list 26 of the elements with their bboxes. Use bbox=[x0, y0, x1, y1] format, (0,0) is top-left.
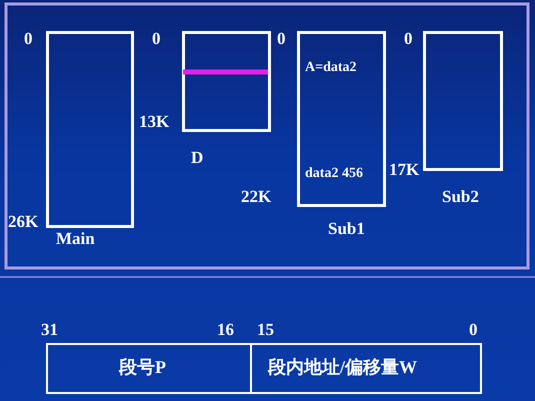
address-label: 13K bbox=[139, 112, 170, 132]
address-label: 17K bbox=[389, 160, 420, 180]
segment-name: Sub1 bbox=[328, 219, 365, 239]
segment-name: D bbox=[191, 148, 204, 168]
memory-segment bbox=[46, 31, 134, 228]
memory-segment bbox=[297, 31, 386, 207]
field-label: 段号P bbox=[119, 357, 166, 377]
segment-name: Main bbox=[56, 229, 95, 249]
segment-content: data2 456 bbox=[305, 165, 363, 183]
bit-position: 15 bbox=[257, 320, 274, 340]
address-label: 26K bbox=[8, 212, 38, 232]
field-label: 段内地址/偏移量W bbox=[268, 357, 418, 377]
segment-name: Sub2 bbox=[442, 187, 479, 207]
address-field bbox=[46, 343, 252, 394]
address-label: 0 bbox=[152, 29, 160, 49]
address-field bbox=[250, 343, 482, 394]
address-label: 22K bbox=[241, 187, 272, 207]
memory-segment bbox=[182, 31, 271, 132]
address-label: 0 bbox=[277, 29, 286, 49]
address-label: 0 bbox=[24, 29, 32, 49]
bit-position: 0 bbox=[469, 320, 478, 340]
segment-content: A=data2 bbox=[305, 59, 357, 77]
address-label: 0 bbox=[404, 29, 412, 49]
memory-segment bbox=[423, 31, 503, 171]
bit-position: 31 bbox=[41, 320, 58, 340]
bit-position: 16 bbox=[217, 320, 234, 340]
